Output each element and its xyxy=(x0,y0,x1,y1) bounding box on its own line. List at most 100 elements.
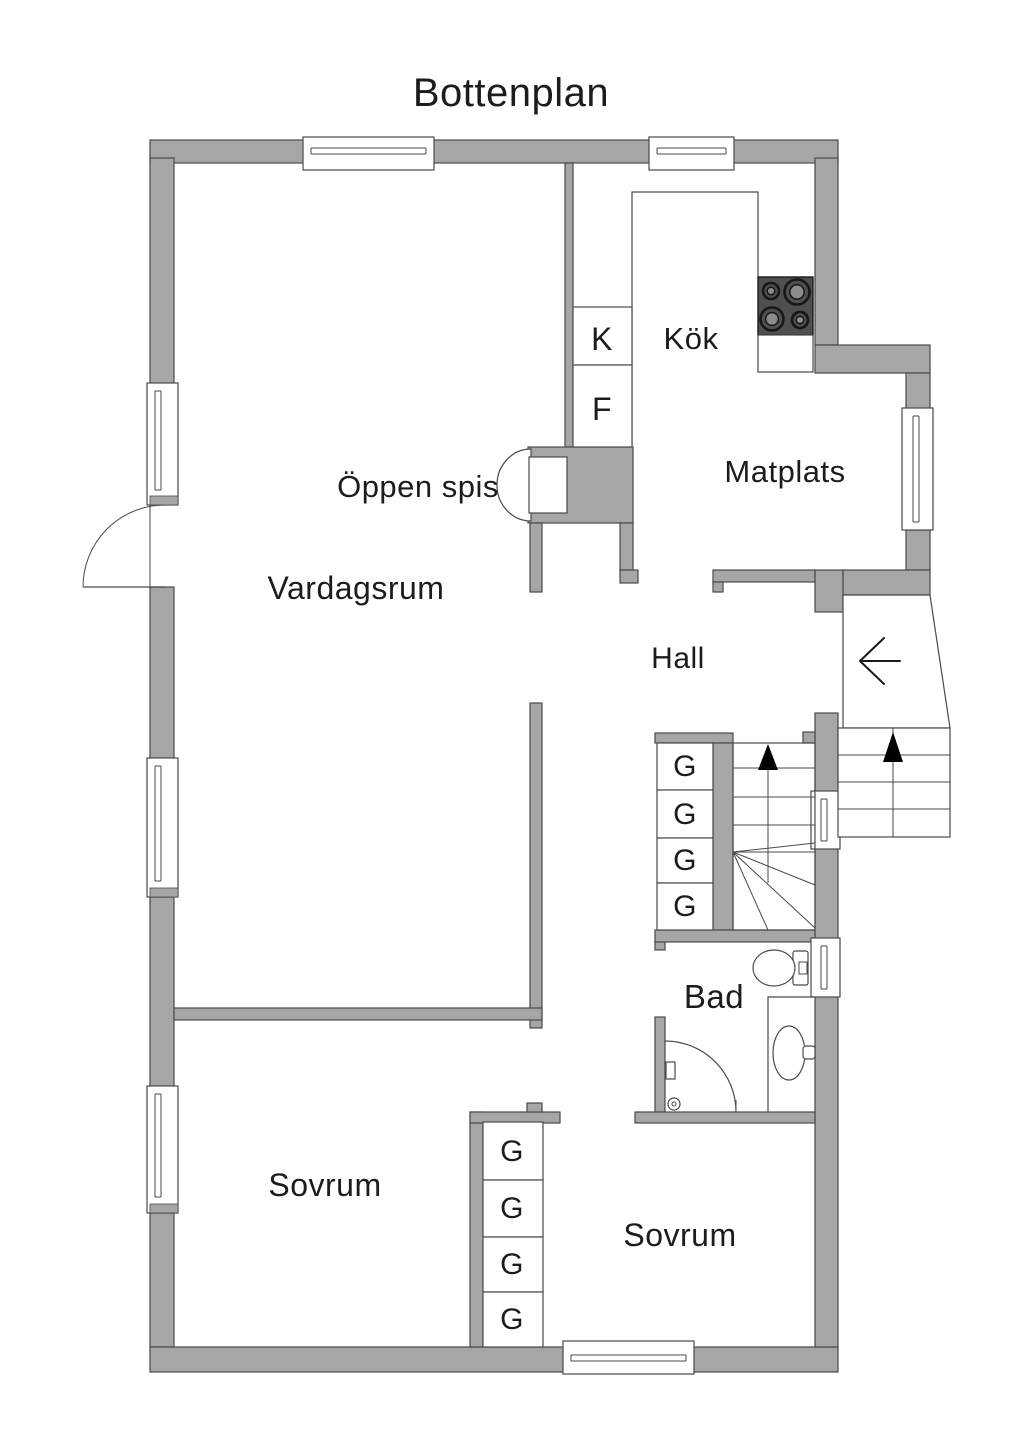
entry-arrow-icon xyxy=(859,637,901,685)
wall-segment xyxy=(814,994,839,1348)
wall-segment xyxy=(814,846,839,941)
toilet-icon xyxy=(752,949,809,987)
up-arrow-icon xyxy=(883,732,903,762)
window-left-2 xyxy=(146,757,179,898)
wall-segment xyxy=(564,162,574,448)
wall-segment xyxy=(654,941,666,951)
window-glazing xyxy=(820,798,828,842)
labels: Bottenplan Vardagsrum Öppen spis Kök Mat… xyxy=(268,71,846,1336)
freezer-label: F xyxy=(592,391,612,427)
window-frame xyxy=(146,757,179,898)
shower-screen-arc xyxy=(664,1040,737,1113)
window-glazing xyxy=(820,945,828,990)
room-label-bedroom-left: Sovrum xyxy=(268,1167,381,1203)
page-title: Bottenplan xyxy=(413,71,609,115)
window-glazing xyxy=(154,1093,162,1198)
room-label-hall: Hall xyxy=(651,642,705,675)
kitchen-fittings xyxy=(572,191,814,448)
wall-segment xyxy=(802,731,816,744)
washbasin-icon xyxy=(767,996,816,1112)
wardrobe-label: G xyxy=(673,890,697,923)
door-swing-arc xyxy=(82,504,166,588)
wall-segment xyxy=(814,157,839,346)
window-bottom-bedroom xyxy=(562,1340,695,1375)
windows xyxy=(146,136,934,1375)
window-left-1 xyxy=(146,382,179,506)
window-glazing xyxy=(154,765,162,882)
wardrobe-label: G xyxy=(673,844,697,877)
wall-segment xyxy=(149,586,175,761)
burner-icon xyxy=(766,286,776,296)
wardrobe-label: G xyxy=(500,1192,524,1225)
wall-segment xyxy=(529,522,543,593)
wardrobe-label: G xyxy=(500,1248,524,1281)
window-glazing xyxy=(656,147,727,155)
wall-segment xyxy=(654,1016,666,1113)
wall-segment xyxy=(634,1111,816,1124)
wall-segment xyxy=(149,157,175,386)
wall-segment xyxy=(654,732,734,744)
up-arrow-icon xyxy=(758,744,778,770)
wall-segment xyxy=(905,372,931,411)
hall-wardrobes xyxy=(656,742,714,931)
wardrobe-label: G xyxy=(500,1303,524,1336)
shower-mixer xyxy=(665,1061,676,1080)
wall-segment xyxy=(469,1111,561,1124)
wall-segment xyxy=(469,1111,484,1348)
room-label-living: Vardagsrum xyxy=(268,570,445,606)
entry-porch xyxy=(837,594,951,838)
window-frame xyxy=(562,1340,695,1375)
wall-segment xyxy=(814,569,844,613)
corner-shower-icon xyxy=(664,1040,737,1113)
wall-segment xyxy=(529,702,543,1029)
room-label-fireplace: Öppen spis xyxy=(337,469,499,504)
wardrobe-label: G xyxy=(673,798,697,831)
room-label-bathroom: Bad xyxy=(684,978,744,1015)
room-label-bedroom-right: Sovrum xyxy=(623,1217,736,1253)
wall-segment xyxy=(654,929,816,943)
room-label-kitchen: Kök xyxy=(664,321,719,356)
burner-icon xyxy=(789,284,805,300)
faucet xyxy=(802,1045,816,1060)
burner-icon xyxy=(795,315,805,325)
toilet-button xyxy=(798,961,808,975)
window-top-living xyxy=(302,136,435,171)
wardrobe-cell xyxy=(482,1121,544,1181)
wall-segment xyxy=(842,569,931,596)
window-frame xyxy=(146,382,179,506)
side-entry-door xyxy=(82,504,166,588)
stair-outline xyxy=(732,742,816,931)
window-glazing xyxy=(154,390,162,491)
open-fireplace-icon xyxy=(496,448,568,522)
firebox xyxy=(528,456,568,514)
wall-segment xyxy=(149,1212,175,1348)
wall-segment xyxy=(712,581,724,593)
window-glazing xyxy=(310,147,427,155)
wall-segment xyxy=(905,529,931,571)
bathroom-fixtures xyxy=(664,949,816,1113)
window-glazing xyxy=(912,415,920,523)
wall-segment xyxy=(149,896,175,1089)
window-bathroom xyxy=(810,937,841,998)
window-left-3 xyxy=(146,1085,179,1214)
counter-outline xyxy=(631,191,759,447)
winder-lines xyxy=(732,842,816,931)
freezer-cabinet xyxy=(572,364,633,448)
window-frame xyxy=(146,1085,179,1214)
counter-under-stove xyxy=(757,334,814,373)
vanity-outline xyxy=(767,996,815,1112)
window-frame xyxy=(901,407,934,531)
window-sill xyxy=(149,495,179,506)
wall-segment xyxy=(149,1346,568,1373)
fridge-cabinet xyxy=(572,306,633,366)
wall-segment xyxy=(173,1007,543,1021)
basin xyxy=(772,1025,806,1081)
window-dining xyxy=(901,407,934,531)
wardrobe-label: G xyxy=(500,1135,524,1168)
window-sill xyxy=(149,1203,179,1214)
wardrobe-cell xyxy=(482,1236,544,1293)
burner-icon xyxy=(764,311,780,327)
toilet-bowl xyxy=(752,949,796,987)
wardrobe-cell xyxy=(482,1291,544,1348)
